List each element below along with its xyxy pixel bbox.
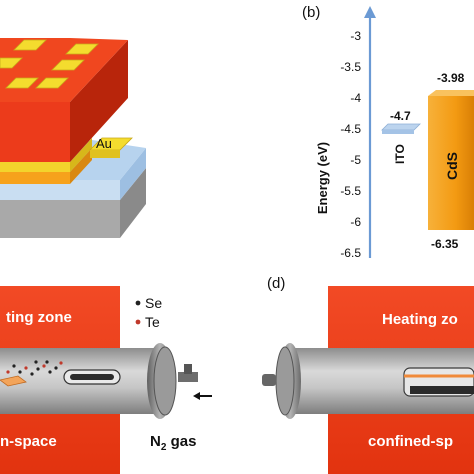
- ito-level-front: [382, 130, 414, 134]
- cds-name: CdS: [444, 152, 460, 180]
- gold-contact: [0, 57, 23, 69]
- glass-layer-front: [0, 180, 120, 200]
- substrate-base-side: [120, 168, 146, 238]
- panel-b-energy-diagram: (b) Energy (eV) -3 -3.5 -4 -4.5 -5 -5.5 …: [302, 4, 474, 260]
- ito-name: ITO: [393, 144, 407, 164]
- ito-level: [381, 123, 421, 131]
- gold-layer-front: [0, 162, 70, 172]
- gas-label-subscript: 2: [161, 442, 167, 453]
- space-label: confined-sp: [368, 433, 453, 450]
- tick-label: -5.5: [340, 184, 361, 198]
- tick-label: -4: [350, 91, 361, 105]
- tick-label: -6.5: [340, 246, 361, 260]
- particle-flow: [6, 360, 63, 376]
- red-block-front: [0, 102, 70, 162]
- orange-layer-side: [70, 148, 92, 184]
- tick-label: -5: [350, 153, 361, 167]
- gas-label: N2 gas: [150, 433, 196, 453]
- tick-label: -3: [350, 29, 361, 43]
- cds-block-top: [428, 90, 474, 96]
- energy-ticks: -3 -3.5 -4 -4.5 -5 -5.5 -6 -6.5: [340, 29, 361, 260]
- substrate-base-front: [0, 200, 120, 238]
- heating-zone-label: ting zone: [6, 309, 72, 326]
- ito-value: -4.7: [390, 109, 411, 123]
- gold-contact: [51, 59, 85, 71]
- cds-block: [428, 96, 474, 230]
- gas-label-n: N: [150, 433, 161, 450]
- au-electrode-side: [90, 150, 120, 158]
- gas-inlet-valve: [178, 372, 198, 382]
- cds-top-value: -3.98: [437, 71, 465, 85]
- energy-axis-label: Energy (eV): [315, 142, 330, 214]
- gas-flow-arrowhead: [193, 392, 200, 400]
- glass-layer-side: [120, 148, 146, 200]
- tick-label: -6: [350, 215, 361, 229]
- te-legend-dot: [135, 319, 141, 325]
- gas-label-suffix: gas: [166, 433, 196, 450]
- panel-c-furnace: ting zone n-space Se Te: [0, 286, 212, 474]
- tick-label: -3.5: [340, 60, 361, 74]
- red-block-side: [70, 40, 128, 162]
- gas-inlet-knob: [184, 364, 192, 374]
- panel-d-furnace: (d) Heating zo confined-sp: [262, 275, 474, 474]
- source-boat: [63, 369, 121, 385]
- orange-layer-front: [0, 172, 70, 184]
- tube-end-cap: [275, 346, 295, 416]
- gold-contact: [5, 77, 39, 89]
- se-legend-dot: [135, 300, 141, 306]
- gold-contact: [65, 43, 99, 55]
- se-legend-label: Se: [145, 295, 162, 311]
- tube-end-cap: [153, 346, 177, 416]
- substrate-boat: [0, 375, 27, 387]
- heating-zone-label: Heating zo: [382, 311, 458, 328]
- gold-contact: [13, 39, 47, 51]
- au-label: Au: [96, 136, 112, 151]
- te-legend-label: Te: [145, 314, 160, 330]
- panel-d-label: (d): [267, 275, 285, 292]
- cds-bottom-value: -6.35: [431, 237, 459, 251]
- space-label: n-space: [0, 433, 57, 450]
- energy-axis-arrowhead: [364, 6, 376, 18]
- confined-inner-tube: [403, 367, 474, 397]
- panel-a-device: Au: [0, 38, 146, 238]
- gold-layer-side: [70, 138, 92, 172]
- panel-b-label: (b): [302, 4, 320, 21]
- gold-contact: [35, 77, 69, 89]
- tick-label: -4.5: [340, 122, 361, 136]
- tube-end-stub: [262, 374, 276, 386]
